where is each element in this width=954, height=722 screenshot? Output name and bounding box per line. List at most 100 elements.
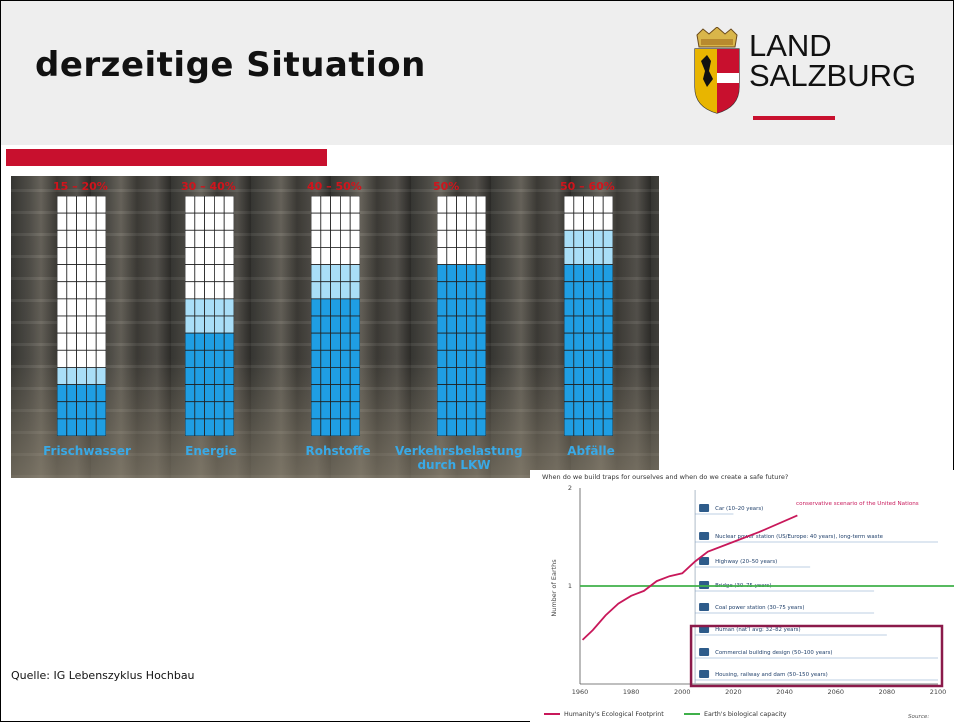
bar-cell (85, 367, 97, 385)
lifespan-label: Nuclear power station (US/Europe: 40 yea… (715, 534, 884, 540)
bar-cell (339, 196, 351, 214)
bar-cell (95, 196, 106, 214)
bar-cell (573, 264, 585, 283)
bar-cell (602, 196, 613, 214)
house-icon (699, 670, 710, 678)
bar-cell (320, 401, 332, 420)
bar-cell (349, 367, 360, 385)
bar-percent-label: 40 – 50% (307, 180, 362, 193)
bar-cell (213, 349, 225, 368)
bar-cell (573, 298, 585, 317)
bar-cell (446, 281, 458, 300)
bar-cell (602, 332, 613, 351)
bar-cell (57, 212, 68, 231)
bar-cell (311, 384, 322, 403)
bar-percent-label: 15 – 20% (53, 180, 108, 193)
bar-cell (446, 196, 458, 214)
bar-cell (213, 229, 225, 248)
bar-cell (592, 418, 604, 436)
nuclear-plant-icon (699, 532, 710, 540)
bar-cell (437, 281, 448, 300)
bar-cell (456, 298, 467, 317)
bar-cell (330, 298, 341, 317)
bar-cell (194, 418, 206, 436)
x-tick-label: 2060 (827, 688, 844, 696)
bar-cell (66, 229, 78, 248)
bar-cell (592, 281, 604, 300)
bar-cell (320, 196, 332, 214)
highlight-box (689, 624, 944, 688)
bar-cell (602, 349, 613, 368)
x-tick-label: 2080 (879, 688, 896, 696)
bar-cell (602, 384, 613, 403)
bar-cell (223, 247, 234, 265)
bar-percent-label: 50 – 60% (560, 180, 615, 193)
bar-cell (583, 247, 594, 265)
bar-cell (76, 298, 87, 317)
bar-percent-label: 50% (433, 180, 460, 193)
bar-cell (213, 196, 225, 214)
bar-cell (475, 281, 486, 300)
bar-cell (204, 349, 215, 368)
bar-cell (85, 298, 97, 317)
bar-cell (583, 418, 594, 436)
logo-text: LAND SALZBURG (749, 30, 916, 91)
bar-cell (95, 298, 106, 317)
bar-cell (437, 298, 448, 317)
bar-cell (320, 332, 332, 351)
bar-cell (573, 367, 585, 385)
bar-cell (573, 418, 585, 436)
bar-cell (583, 196, 594, 214)
bar-cell (311, 229, 322, 248)
bar-cell (66, 349, 78, 368)
bar-cell (66, 264, 78, 283)
bar-cell (573, 212, 585, 231)
bar-cell (320, 384, 332, 403)
bar-cell (185, 264, 196, 283)
bar-cell (602, 264, 613, 283)
bar-cell (465, 349, 477, 368)
bar-cell (330, 418, 341, 436)
bar-cell (76, 315, 87, 334)
bar-cell (564, 264, 575, 283)
bar-cell (330, 332, 341, 351)
bar-cell (66, 332, 78, 351)
bar-cell (320, 264, 332, 283)
bar-cell (194, 384, 206, 403)
footprint-line (581, 514, 798, 641)
bar-cell (204, 418, 215, 436)
bar-cell (475, 229, 486, 248)
bar-cell (456, 229, 467, 248)
logo-accent-bar (753, 116, 835, 120)
bar-cell (456, 281, 467, 300)
bar-cell (95, 332, 106, 351)
bar-cell (446, 247, 458, 265)
bar-cell (204, 247, 215, 265)
bar-cell (57, 264, 68, 283)
bar-cell (185, 315, 196, 334)
bar-cell (204, 264, 215, 283)
bar-cell (204, 384, 215, 403)
resource-share-bar (57, 196, 106, 436)
bar-cell (57, 384, 68, 403)
bar-cell (320, 418, 332, 436)
bar-cell (66, 401, 78, 420)
bar-cell (602, 315, 613, 334)
bar-cell (76, 212, 87, 231)
chart-title: When do we build traps for ourselves and… (542, 473, 788, 481)
bar-cell (213, 418, 225, 436)
bar-cell (213, 315, 225, 334)
bar-cell (66, 247, 78, 265)
bar-cell (57, 281, 68, 300)
bar-cell (204, 196, 215, 214)
bar-cell (204, 332, 215, 351)
bar-cell (66, 418, 78, 436)
bar-cell (76, 367, 87, 385)
bar-cell (194, 212, 206, 231)
bar-cell (349, 349, 360, 368)
bar-cell (194, 349, 206, 368)
lifespan-label: Coal power station (30–75 years) (715, 605, 804, 611)
bar-category-label: Abfälle (567, 444, 615, 458)
bar-cell (330, 229, 341, 248)
